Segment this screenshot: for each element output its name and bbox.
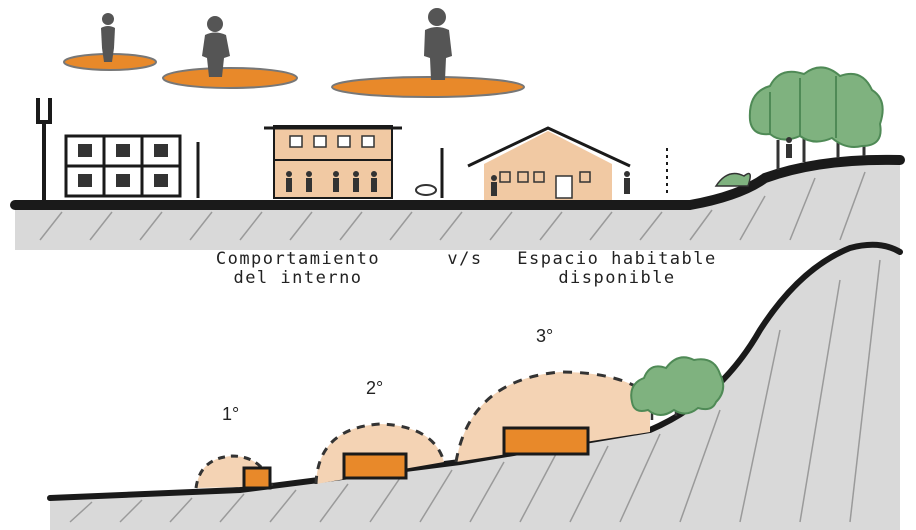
top-ground <box>10 154 905 250</box>
shelter-level-2 <box>314 422 446 485</box>
caption-right-line1: Espacio habitable <box>517 249 717 269</box>
level-1-label: 1° <box>222 404 240 424</box>
figure-small <box>63 13 157 71</box>
figure-large <box>331 8 525 98</box>
caption-left-line2: del interno <box>233 268 363 288</box>
shelter-level-1 <box>194 454 274 490</box>
shelter-level-3 <box>454 356 725 463</box>
two-storey-building <box>264 125 444 199</box>
human-figures-row <box>63 8 525 98</box>
level-2-label: 2° <box>366 378 384 398</box>
utility-pole <box>36 98 52 200</box>
bottom-terrain <box>47 241 903 530</box>
bottom-trees <box>630 356 725 420</box>
level-3-label: 3° <box>536 326 554 346</box>
caption-vs: v/s <box>447 249 483 269</box>
apartment-building <box>64 134 200 198</box>
gabled-house <box>467 126 668 200</box>
figure-medium <box>162 16 298 89</box>
caption-right-line2: disponible <box>558 268 676 288</box>
top-trees <box>714 66 884 187</box>
caption-left-line1: Comportamiento <box>215 249 381 269</box>
